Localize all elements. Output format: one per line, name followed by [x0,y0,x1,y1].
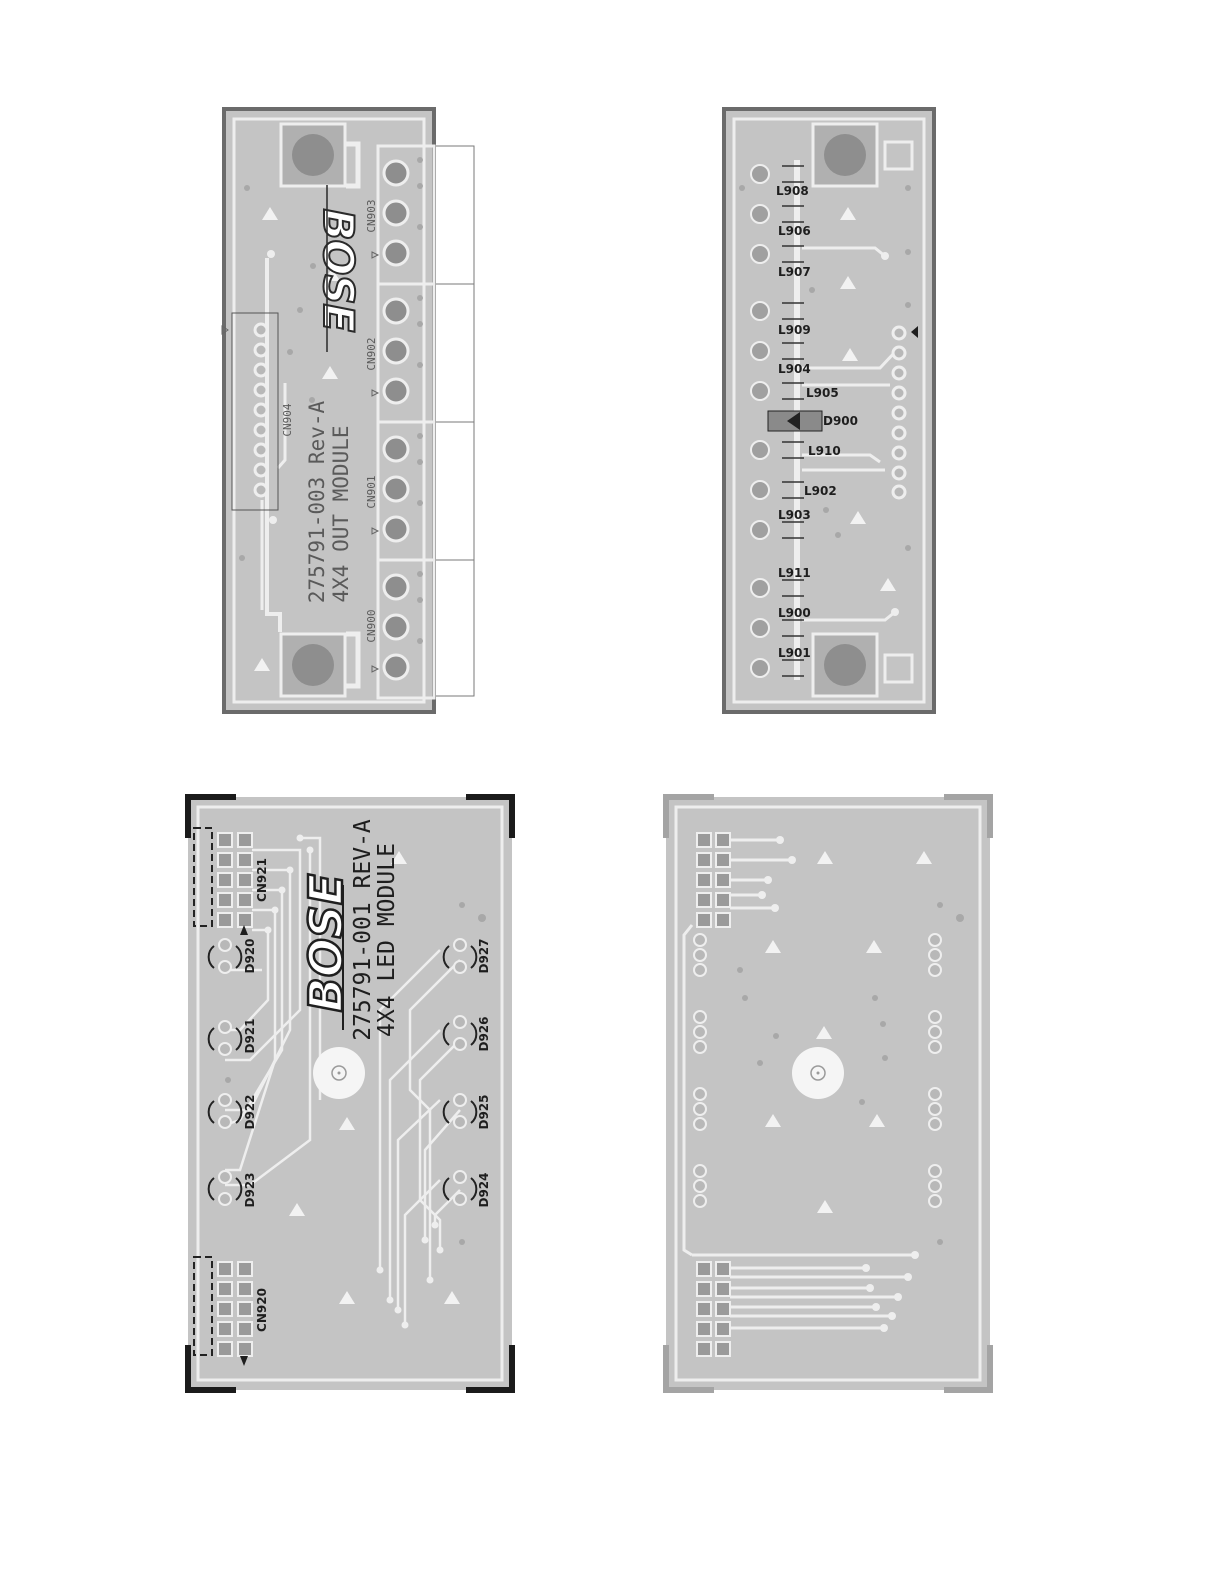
led-module-part-number: 275791-001 REV-A [350,819,376,1041]
out-module-part-number: 275791-003 Rev-A [305,401,329,604]
l900-label: L900 [778,606,811,620]
mount-hole [292,644,334,686]
d927-label: D927 [477,938,491,973]
cn901-label: CN901 [365,475,378,508]
cn903-label: CN903 [365,199,378,232]
l909-label: L909 [778,323,811,337]
cn921-label: CN921 [255,858,269,902]
cn920-label: CN920 [255,1288,269,1332]
d925-label: D925 [477,1094,491,1129]
d922-label: D922 [243,1094,257,1129]
d924-label: D924 [477,1172,491,1207]
d921-label: D921 [243,1018,257,1053]
out-module-board: BOSE 275791-003 Rev-A 4X4 OUT MODULE CN9… [222,107,474,714]
l906-label: L906 [778,224,811,238]
l910-label: L910 [808,444,841,458]
d900-label: D900 [823,414,858,428]
l905-label: L905 [806,386,839,400]
connector-outline-callouts [436,146,474,696]
led-module-back-board [666,797,990,1390]
out-module-brand-logo: BOSE [314,209,363,333]
d920-label: D920 [243,938,257,973]
l911-label: L911 [778,566,811,580]
out-module-name: 4X4 OUT MODULE [329,425,353,602]
l904-label: L904 [778,362,811,376]
led-module-board: BOSE 275791-001 REV-A 4X4 LED MODULE CN9… [188,797,512,1390]
l908-label: L908 [776,184,809,198]
cn904-label: CN904 [281,403,294,436]
out-module-back-board: L908 L906 L907 L909 L904 L905 D900 L910 … [722,107,936,714]
l901-label: L901 [778,646,811,660]
cn904-pins [255,324,267,496]
l907-label: L907 [778,265,811,279]
d923-label: D923 [243,1172,257,1207]
mount-hole [292,134,334,176]
cn900-label: CN900 [365,609,378,642]
led-module-brand-logo: BOSE [299,874,353,1013]
l902-label: L902 [804,484,837,498]
led-module-name: 4X4 LED MODULE [374,843,400,1037]
cn902-label: CN902 [365,337,378,370]
d926-label: D926 [477,1016,491,1051]
l903-label: L903 [778,508,811,522]
